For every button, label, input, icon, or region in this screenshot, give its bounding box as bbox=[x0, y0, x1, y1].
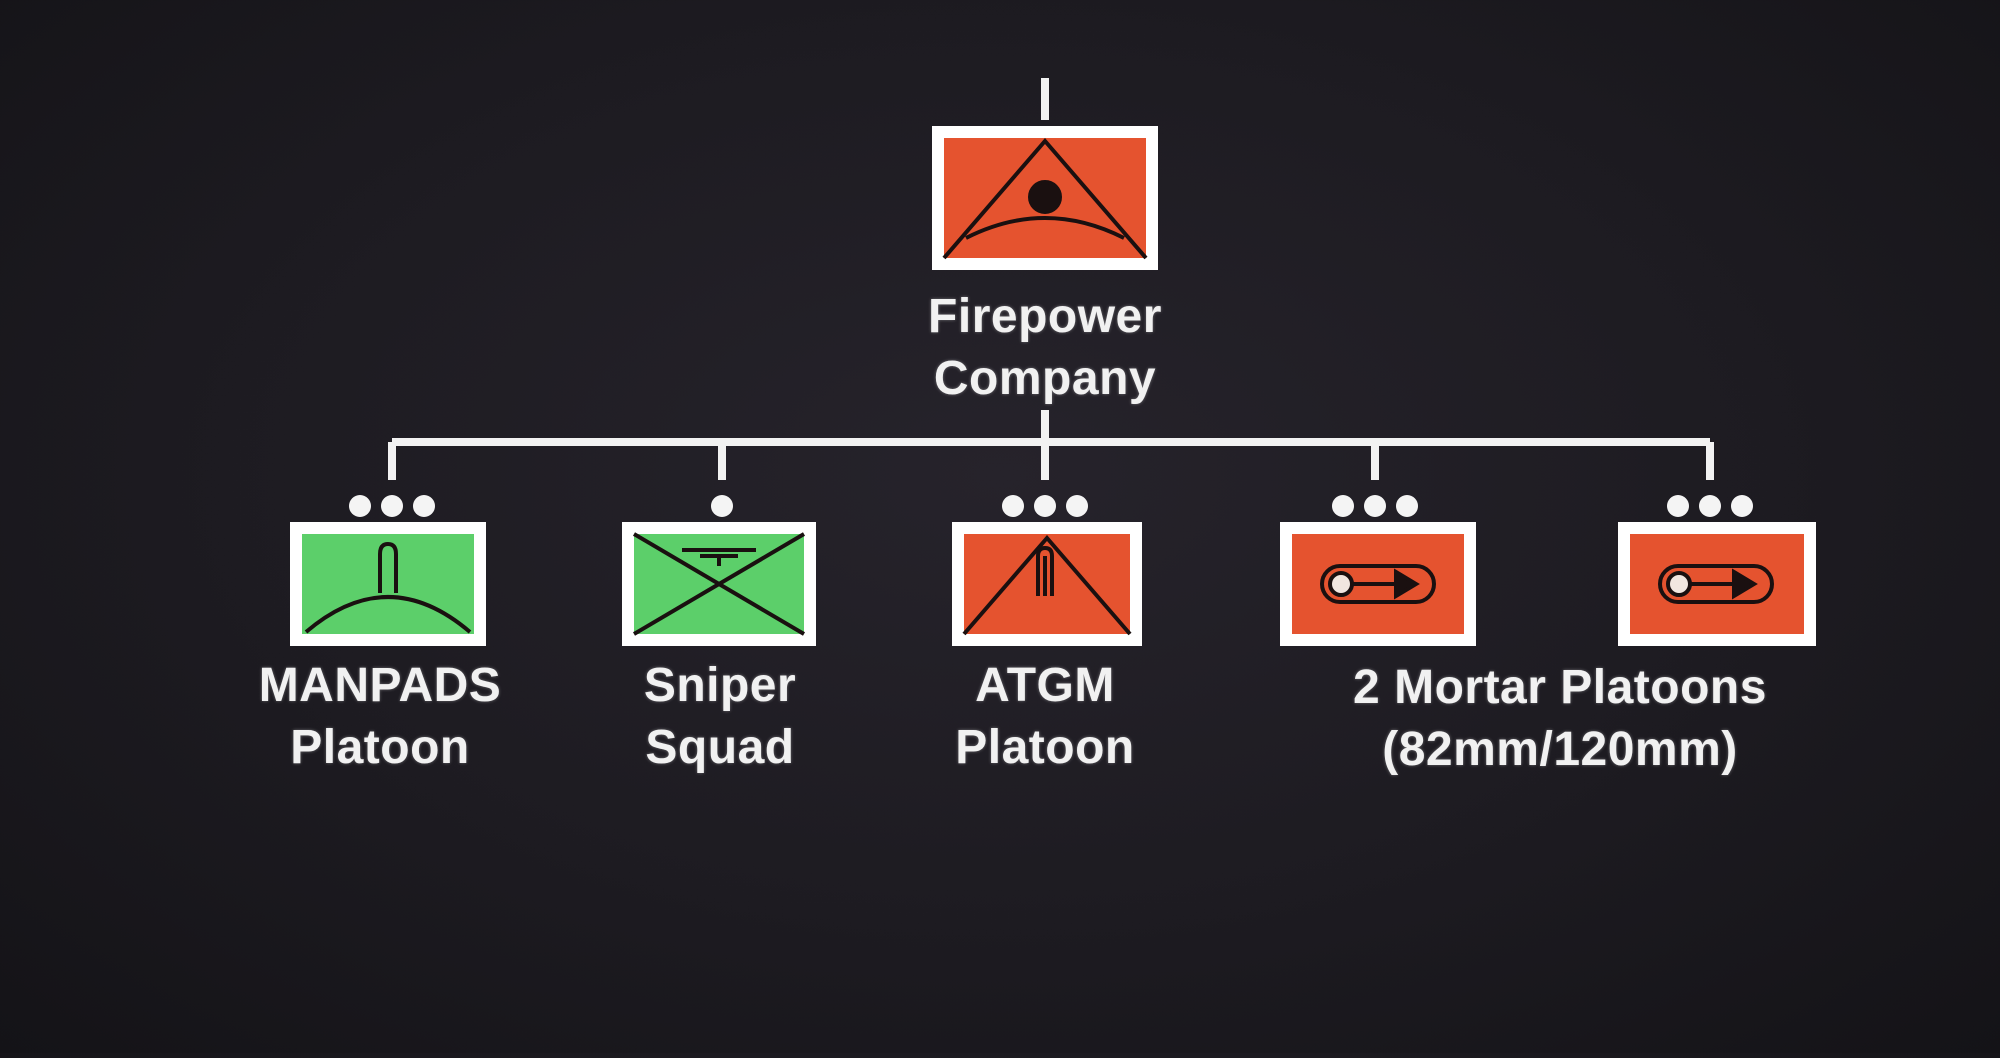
manpads-unit-symbol bbox=[290, 495, 486, 646]
hq-label-line2: Company bbox=[933, 352, 1157, 405]
echelon-dots bbox=[1667, 495, 1753, 517]
hq-label-line1: Firepower bbox=[928, 290, 1162, 343]
manpads-label: MANPADS Platoon bbox=[230, 655, 530, 779]
atgm-label-line2: Platoon bbox=[955, 721, 1135, 774]
echelon-dots bbox=[349, 495, 435, 517]
manpads-label-line2: Platoon bbox=[290, 721, 470, 774]
atgm-unit-symbol bbox=[952, 495, 1142, 646]
mortar-icon bbox=[1320, 564, 1436, 604]
mortar-group-label: 2 Mortar Platoons (82mm/120mm) bbox=[1260, 657, 1860, 781]
echelon-dots bbox=[1332, 495, 1418, 517]
hq-unit-symbol bbox=[932, 126, 1158, 270]
sniper-label-line2: Squad bbox=[645, 721, 795, 774]
infantry-sniper-icon bbox=[632, 532, 806, 636]
mortar-b-unit-symbol bbox=[1618, 495, 1816, 646]
atgm-label: ATGM Platoon bbox=[895, 655, 1195, 779]
antitank-weapon-icon bbox=[942, 137, 1148, 260]
sniper-unit-symbol bbox=[622, 495, 816, 646]
atgm-label-line1: ATGM bbox=[975, 659, 1115, 712]
mortar-icon bbox=[1658, 564, 1774, 604]
mortar-a-unit-symbol bbox=[1280, 495, 1476, 646]
manpads-label-line1: MANPADS bbox=[258, 659, 502, 712]
echelon-dots bbox=[1002, 495, 1088, 517]
mortar-group-label-line2: (82mm/120mm) bbox=[1382, 723, 1738, 776]
sniper-label-line1: Sniper bbox=[643, 659, 797, 712]
mortar-group-label-line1: 2 Mortar Platoons bbox=[1353, 661, 1767, 714]
hq-label: Firepower Company bbox=[895, 286, 1195, 410]
air-defense-missile-icon bbox=[304, 541, 472, 634]
sniper-label: Sniper Squad bbox=[570, 655, 870, 779]
antitank-missile-icon bbox=[962, 534, 1132, 636]
echelon-dots bbox=[711, 495, 733, 517]
unit-fill bbox=[302, 534, 474, 634]
connector-lines bbox=[388, 78, 1714, 480]
